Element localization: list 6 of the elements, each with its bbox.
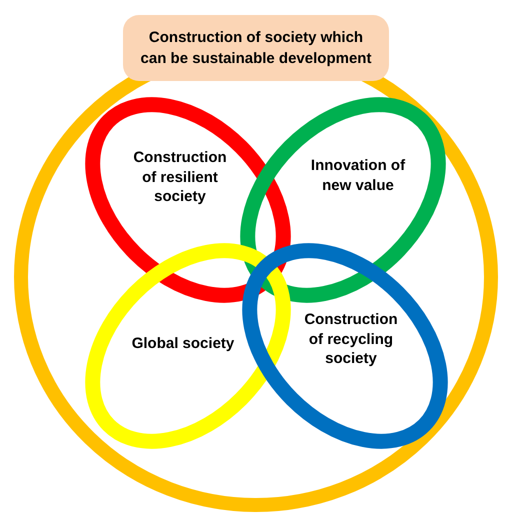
ring-label: Global society <box>130 334 236 354</box>
title-text: Construction of society which can be sustainable development <box>140 28 372 69</box>
ring-label: Construction of resilient society <box>132 148 228 206</box>
ring-label: Construction of recycling society <box>303 310 399 368</box>
title-box <box>123 15 389 81</box>
ring-label: Innovation of new value <box>310 156 406 195</box>
